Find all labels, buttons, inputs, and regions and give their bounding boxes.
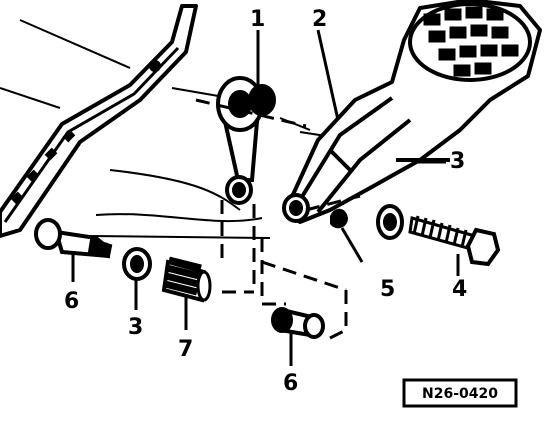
part-7-bushing xyxy=(161,256,212,303)
leader-lines xyxy=(71,29,460,366)
part-3-washer-right xyxy=(376,204,404,240)
label-part-5: 5 xyxy=(380,277,395,302)
assembly-lines xyxy=(195,98,361,340)
label-part-2: 2 xyxy=(312,7,327,32)
part-number-labels: 1 2 3 4 5 6 3 7 6 xyxy=(64,7,467,396)
part-3-washer-left xyxy=(122,247,152,281)
part-5-bump-stop xyxy=(330,208,348,229)
label-part-3-left: 3 xyxy=(128,315,143,340)
label-part-7: 7 xyxy=(178,337,193,362)
bracket-holes xyxy=(10,60,161,205)
pivot-hole xyxy=(282,193,310,223)
label-part-6-left: 6 xyxy=(64,289,79,314)
reference-number: N26-0420 xyxy=(422,386,498,402)
label-part-1: 1 xyxy=(250,7,265,32)
part-4-bolt xyxy=(408,215,501,267)
label-part-3-right: 3 xyxy=(450,149,465,174)
reference-box: N26-0420 xyxy=(402,378,518,408)
label-part-4: 4 xyxy=(452,277,467,302)
part-1-lever xyxy=(216,76,276,205)
pedal-bracket xyxy=(0,4,198,238)
pedal-pad xyxy=(408,2,532,82)
part-6-pin-lower xyxy=(271,307,325,339)
part-6-pin-left xyxy=(34,218,113,259)
label-part-6-lower: 6 xyxy=(283,371,298,396)
